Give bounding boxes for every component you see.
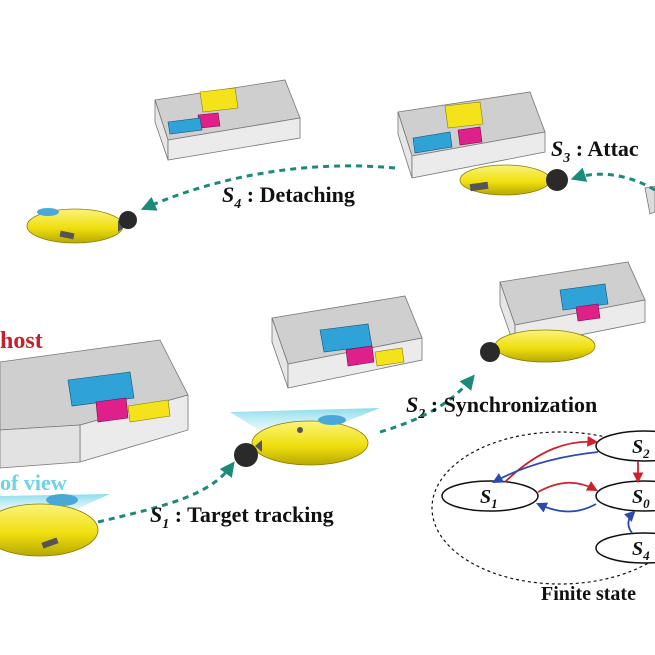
robot-fish-s3 xyxy=(459,164,568,196)
block-magenta xyxy=(95,397,129,423)
path-s1-to-s2 xyxy=(379,374,475,434)
block-magenta xyxy=(345,345,375,367)
fsm-boundary xyxy=(431,431,655,585)
fsm-arrow-s1-s2 xyxy=(504,435,599,483)
fsm-arrow-s2-s1 xyxy=(492,451,599,484)
field-of-view-cone-middle xyxy=(230,408,380,432)
block-magenta xyxy=(575,303,601,322)
block-cyan xyxy=(167,117,203,135)
block-yellow xyxy=(444,101,484,129)
path-s1-entry xyxy=(97,461,235,524)
block-cyan xyxy=(67,371,135,407)
fsm-node-s1 xyxy=(441,480,539,512)
block-yellow xyxy=(199,87,239,113)
fsm-label-s2: S2 xyxy=(632,436,650,461)
label-s1: S1 : Target tracking xyxy=(150,502,334,532)
fsm-arrow-s4-s0 xyxy=(624,510,636,534)
fsm-label-s0: S0 xyxy=(632,486,650,511)
host-box-middle xyxy=(271,295,423,389)
robot-fish-s1 xyxy=(234,415,369,467)
fsm-label-s4: S4 xyxy=(632,538,650,563)
fsm-arrow-s1-s0 xyxy=(537,481,598,493)
path-s3-to-s4 xyxy=(140,164,396,211)
fsm-label-s1: S1 xyxy=(480,486,498,511)
block-yellow xyxy=(127,399,171,423)
robot-fish-s2 xyxy=(480,329,596,363)
block-cyan xyxy=(412,131,453,154)
fsm-arrow-s0-s1 xyxy=(536,502,597,513)
host-box-top-right xyxy=(397,91,546,179)
block-cyan xyxy=(559,283,609,311)
fsm-node-s4 xyxy=(595,532,655,564)
fsm-title: Finite state xyxy=(541,583,636,605)
label-s4: S4 : Detaching xyxy=(222,182,355,212)
finite-state-machine: S1 S0 S2 S4 Finite state xyxy=(431,430,655,605)
path-s3-entry xyxy=(570,167,655,192)
label-field-of-view: of view xyxy=(0,470,67,495)
robot-fish-left xyxy=(0,494,99,557)
block-magenta xyxy=(457,126,483,146)
robot-fish-s4 xyxy=(26,208,137,244)
label-s3: S3 : Attac xyxy=(551,136,639,166)
fsm-node-s0 xyxy=(595,480,655,512)
host-box-left xyxy=(0,339,189,469)
label-host: host xyxy=(0,328,43,354)
block-yellow xyxy=(374,347,405,367)
label-s2: S2 : Synchronization xyxy=(406,392,597,422)
host-box-top-left xyxy=(154,79,301,161)
